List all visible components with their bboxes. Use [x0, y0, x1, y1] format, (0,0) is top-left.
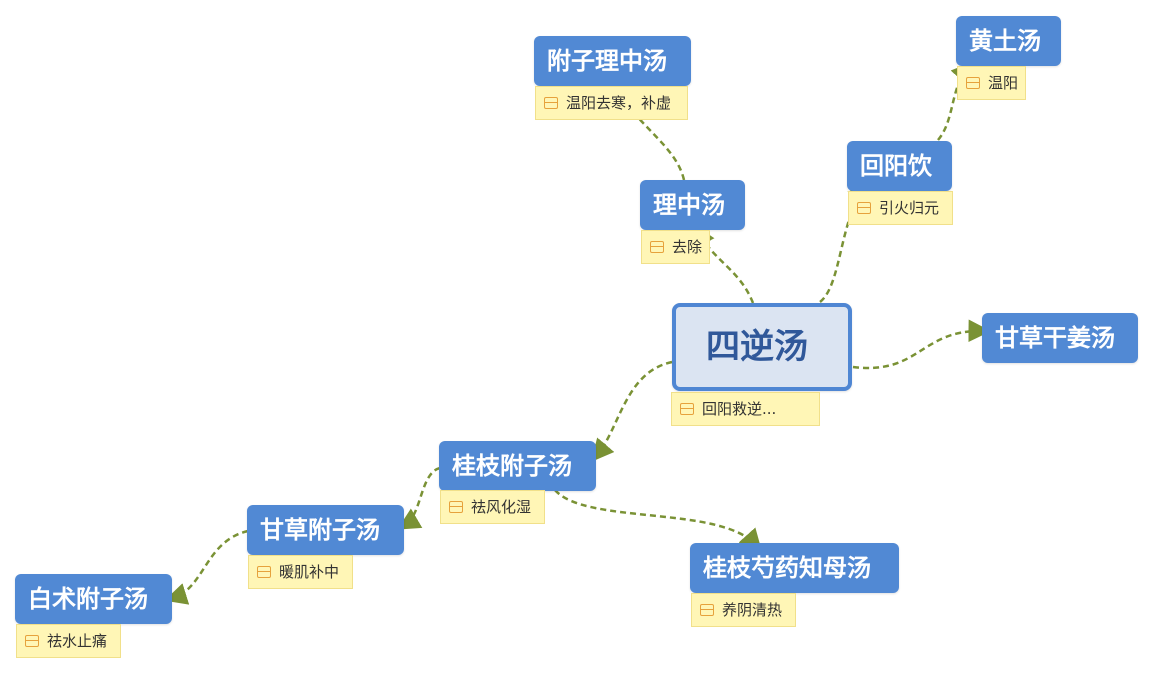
note-icon	[650, 241, 664, 253]
note-text-lizhong: 去除	[672, 238, 703, 256]
topic-baizhu-fuzi[interactable]: 白术附子汤	[15, 574, 172, 624]
note-sini[interactable]: 回阳救逆...	[671, 392, 820, 426]
note-lizhong[interactable]: 去除	[641, 230, 710, 264]
note-guizhi-shaoyao[interactable]: 养阴清热	[691, 593, 796, 627]
note-text-baizhu-fuzi: 祛水止痛	[47, 632, 108, 650]
note-gancao-fuzi[interactable]: 暖肌补中	[248, 555, 353, 589]
note-huiyang[interactable]: 引火归元	[848, 191, 953, 225]
note-fuzi-lizhong[interactable]: 温阳去寒，补虚	[535, 86, 688, 120]
note-icon	[544, 97, 558, 109]
topic-huiyang[interactable]: 回阳饮	[847, 141, 952, 191]
note-icon	[857, 202, 871, 214]
note-icon	[257, 566, 271, 578]
topic-guizhi-shaoyao[interactable]: 桂枝芍药知母汤	[690, 543, 899, 593]
topic-fuzi-lizhong[interactable]: 附子理中汤	[534, 36, 691, 86]
topic-gancao-ganjiang[interactable]: 甘草干姜汤	[982, 313, 1138, 363]
link-gancao-fuzi-to-baizhu-fuzi	[164, 529, 249, 605]
root-topic-sini[interactable]: 四逆汤	[672, 303, 852, 391]
note-text-fuzi-lizhong: 温阳去寒，补虚	[566, 94, 672, 112]
link-sini-to-guizhi-fuzi	[591, 360, 673, 462]
note-text-sini: 回阳救逆...	[702, 400, 777, 418]
link-guizhi-fuzi-to-gancao-fuzi	[397, 466, 441, 530]
note-icon	[680, 403, 694, 415]
note-text-guizhi-shaoyao: 养阴清热	[722, 601, 783, 619]
link-guizhi-fuzi-to-guizhi-shaoyao	[554, 489, 763, 552]
note-icon	[966, 77, 980, 89]
link-sini-to-gancao-ganjiang	[852, 319, 991, 370]
note-icon	[700, 604, 714, 616]
note-text-guizhi-fuzi: 祛风化湿	[471, 498, 532, 516]
note-guizhi-fuzi[interactable]: 祛风化湿	[440, 490, 545, 524]
note-icon	[449, 501, 463, 513]
note-text-gancao-fuzi: 暖肌补中	[279, 563, 340, 581]
topic-lizhong[interactable]: 理中汤	[640, 180, 745, 230]
note-text-huiyang: 引火归元	[879, 199, 940, 217]
topic-gancao-fuzi[interactable]: 甘草附子汤	[247, 505, 404, 555]
note-huangtu[interactable]: 温阳	[957, 66, 1026, 100]
note-icon	[25, 635, 39, 647]
note-text-huangtu: 温阳	[988, 74, 1019, 92]
topic-guizhi-fuzi[interactable]: 桂枝附子汤	[439, 441, 596, 491]
note-baizhu-fuzi[interactable]: 祛水止痛	[16, 624, 121, 658]
topic-huangtu[interactable]: 黄土汤	[956, 16, 1061, 66]
